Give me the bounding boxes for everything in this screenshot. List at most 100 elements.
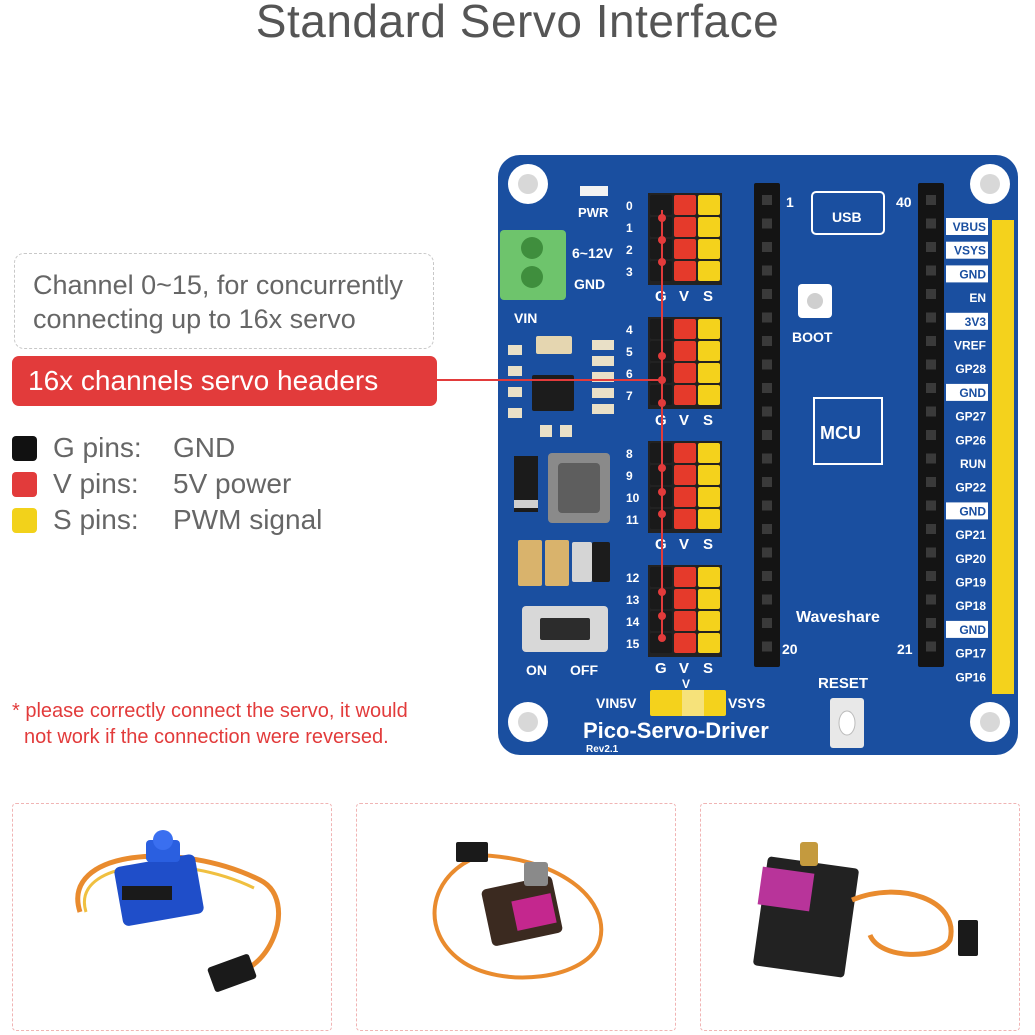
yellow-swatch	[12, 507, 37, 533]
header-pin	[674, 487, 696, 507]
blue-micro-servo	[75, 830, 281, 992]
header-hole	[926, 218, 936, 229]
pwr-label: PWR	[578, 205, 609, 220]
pico-pin-label: GP28	[955, 362, 986, 376]
header-hole	[762, 312, 772, 323]
boot-label: BOOT	[792, 329, 833, 345]
trace-dot	[658, 588, 666, 596]
pin-21-label: 21	[897, 641, 913, 657]
trace-dot	[658, 612, 666, 620]
header-pin	[698, 589, 720, 609]
header-pin	[674, 589, 696, 609]
servo-illustrations	[75, 830, 978, 992]
header-hole	[762, 359, 772, 370]
header-hole	[762, 195, 772, 205]
header-hole	[762, 430, 772, 440]
header-hole	[926, 430, 936, 440]
header-hole	[762, 336, 772, 346]
pin-legend: G pins: GND V pins: 5V power S pins: PWM…	[12, 430, 322, 538]
pico-pin-label: 3V3	[965, 315, 987, 329]
header-pin	[674, 239, 696, 259]
black-swatch	[12, 435, 37, 461]
header-pin	[674, 465, 696, 485]
pico-pin-label: GP21	[955, 528, 986, 542]
header-pin	[674, 567, 696, 587]
header-pin	[698, 261, 720, 281]
header-pin	[674, 443, 696, 463]
mounting-holes	[508, 164, 1010, 742]
trace-dot	[658, 352, 666, 360]
legend-label: V pins:	[53, 468, 139, 499]
header-hole	[926, 641, 936, 652]
header-hole	[926, 242, 936, 252]
header-pin	[698, 319, 720, 339]
gvs-label: S	[703, 412, 713, 429]
trace-dot	[658, 464, 666, 472]
header-pin	[674, 363, 696, 383]
pwr-led	[580, 186, 608, 196]
header-hole	[926, 406, 936, 417]
trace-dot	[658, 488, 666, 496]
gvs-label: G	[655, 660, 667, 677]
brand-label: Waveshare	[796, 609, 880, 626]
trace-dot	[658, 399, 666, 407]
channel-label: 0	[626, 199, 633, 213]
channel-label: 4	[626, 323, 633, 337]
header-hole	[926, 594, 936, 605]
header-hole	[762, 265, 772, 276]
usb-outline	[811, 191, 885, 235]
channel-label: 8	[626, 447, 633, 461]
channel-label: 7	[626, 389, 633, 403]
header-pin	[698, 341, 720, 361]
legend-row-g: G pins: GND	[12, 430, 322, 466]
channel-label: 13	[626, 593, 640, 607]
pico-pin-label: RUN	[960, 457, 986, 471]
header-hole	[926, 571, 936, 581]
pin-strip	[992, 220, 1014, 694]
header-pin	[674, 385, 696, 405]
header-hole	[926, 336, 936, 346]
gvs-label: V	[679, 412, 689, 429]
channel-label: 1	[626, 221, 633, 235]
pin-label-box	[946, 620, 988, 638]
header-pin	[674, 261, 696, 281]
legend-value: PWM signal	[173, 504, 323, 535]
header-hole	[926, 524, 936, 534]
header-pin	[698, 509, 720, 529]
trace-dot	[658, 236, 666, 244]
header-hole	[762, 618, 772, 628]
header-hole	[926, 500, 936, 511]
channel-label: 11	[626, 513, 639, 527]
channel-label: 14	[626, 615, 640, 629]
header-hole	[926, 618, 936, 628]
pin-label-box	[946, 265, 988, 283]
pico-pin-label: GP18	[955, 599, 986, 613]
note-line-1: * please correctly connect the servo, it…	[12, 700, 408, 722]
pico-pin-label: GND	[959, 386, 986, 400]
header-pin	[698, 487, 720, 507]
vin-terminal-block	[500, 230, 566, 300]
header-pin	[650, 195, 672, 215]
standard-servo	[753, 842, 978, 978]
pico-pin-label: GP16	[955, 670, 986, 684]
jumper-v-label: V	[682, 677, 690, 691]
pico-pin-label: GP19	[955, 576, 986, 590]
servo-panel-3	[700, 803, 1020, 1031]
legend-value: GND	[173, 432, 236, 463]
pin-label-box	[946, 383, 988, 401]
pin-40-label: 40	[896, 194, 912, 210]
pico-pin-label: GND	[959, 504, 986, 518]
trace-dots	[658, 214, 666, 642]
header-pin	[698, 611, 720, 631]
vsys-label: VSYS	[728, 695, 765, 711]
channel-label: 5	[626, 345, 633, 359]
board-name-label: Pico-Servo-Driver	[583, 718, 769, 743]
mcu-outline	[813, 397, 883, 465]
gvs-label: S	[703, 660, 713, 677]
header-hole	[926, 312, 936, 323]
voltage-label: 6~12V	[572, 245, 614, 261]
trace-dot	[658, 376, 666, 384]
header-hole	[762, 547, 772, 558]
servo-panel-1	[12, 803, 332, 1031]
